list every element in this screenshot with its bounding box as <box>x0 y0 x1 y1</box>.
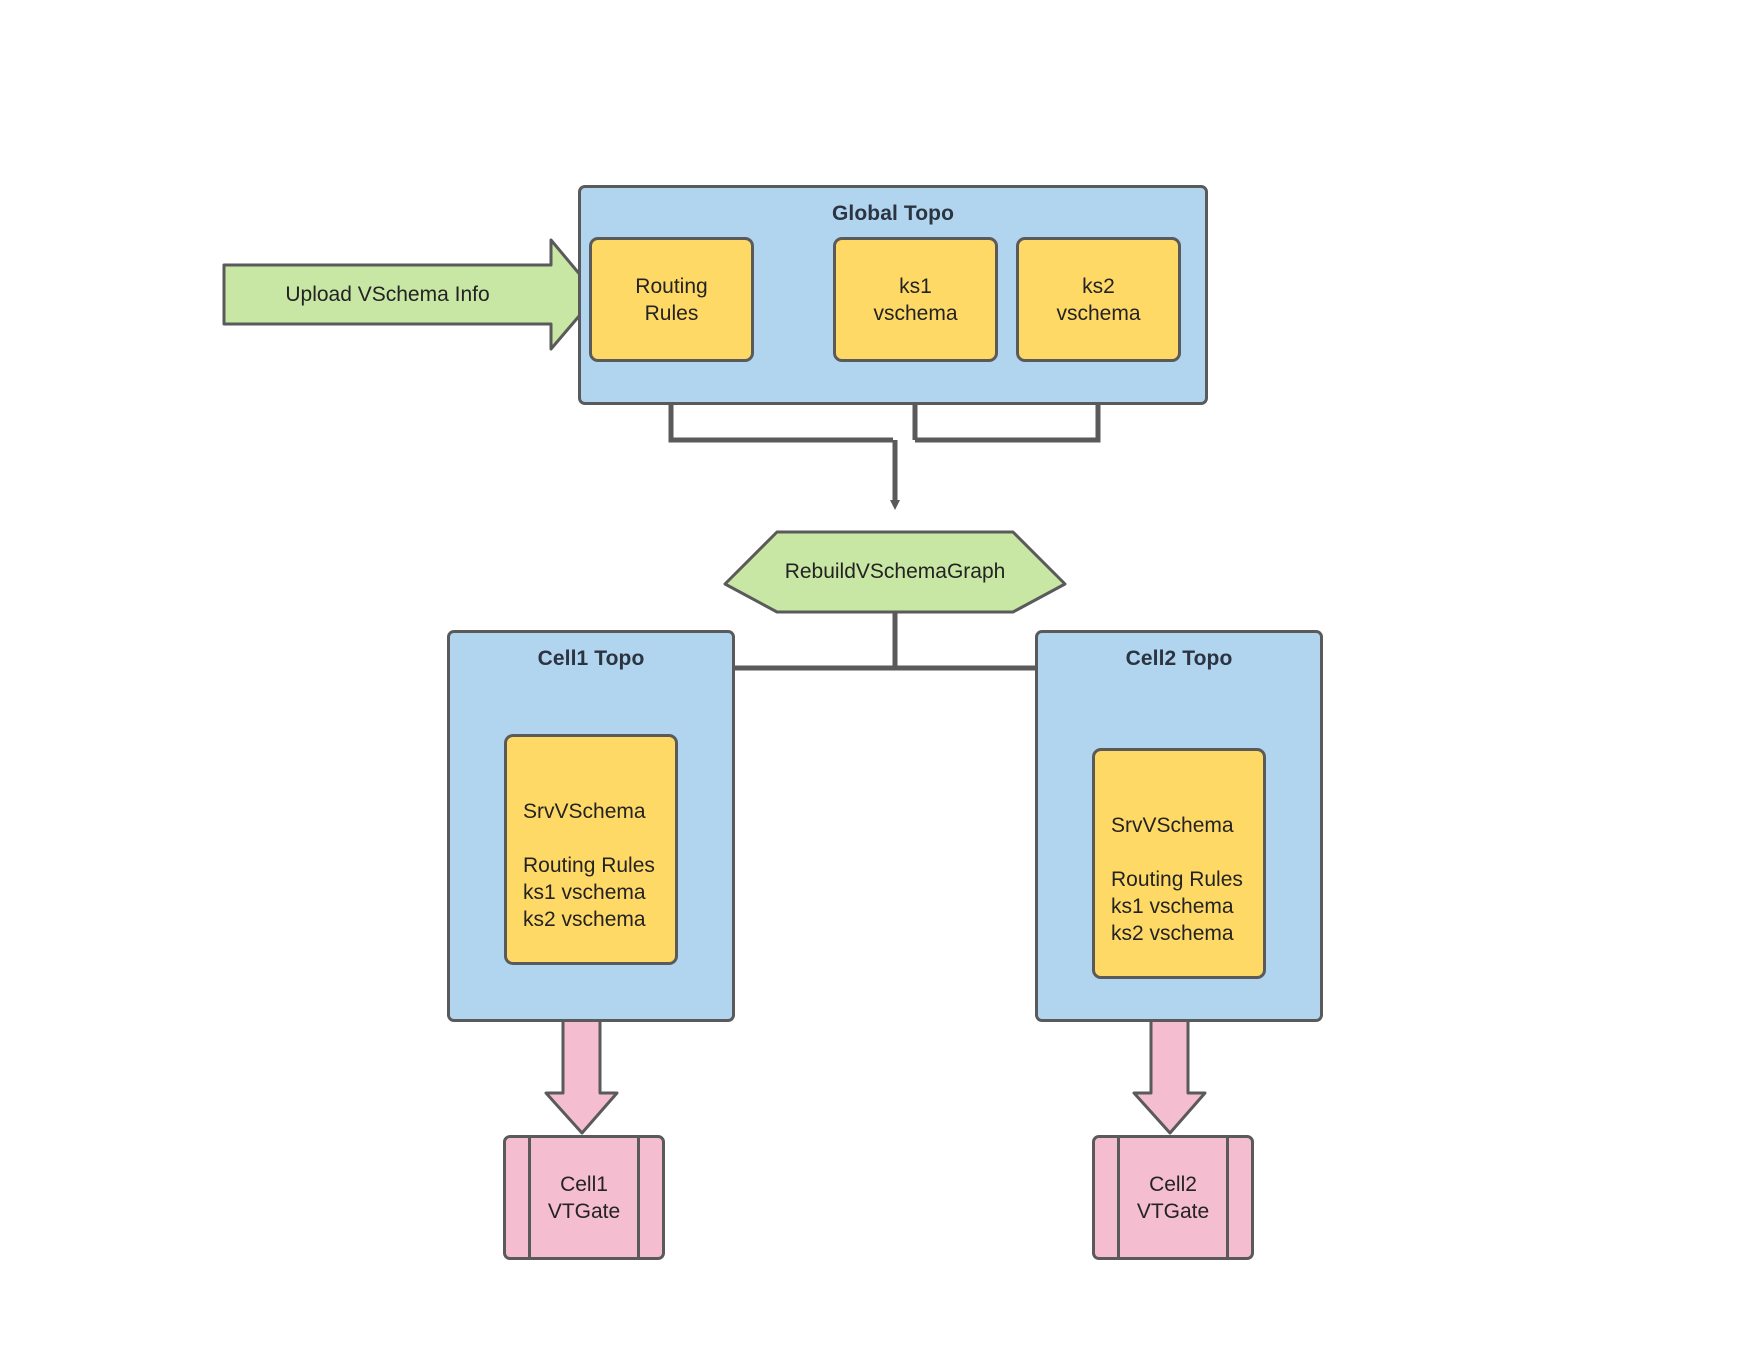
cell2-vtgate-label: Cell2 VTGate <box>1136 1172 1210 1223</box>
cell1-srvvschema-box[interactable]: SrvVSchema Routing Rules ks1 vschema ks2… <box>504 734 678 965</box>
global-box-ks1-vschema-label: ks1 vschema <box>873 274 958 325</box>
cell1-vtgate-node[interactable]: Cell1 VTGate <box>503 1135 665 1260</box>
upload-vschema-arrow[interactable]: Upload VSchema Info <box>224 265 551 324</box>
cell2-srvvschema-text: SrvVSchema Routing Rules ks1 vschema ks2… <box>1111 814 1243 945</box>
rebuild-vschema-graph-label: RebuildVSchemaGraph <box>784 560 1006 583</box>
cell1-topo-title: Cell1 Topo <box>537 647 645 670</box>
global-box-ks1-vschema[interactable]: ks1 vschema <box>833 237 998 362</box>
cell2-vtgate-node[interactable]: Cell2 VTGate <box>1092 1135 1254 1260</box>
global-box-routing-rules-label: Routing Rules <box>635 274 708 325</box>
cell1-vtgate-label: Cell1 VTGate <box>547 1172 621 1223</box>
upload-vschema-arrow-label: Upload VSchema Info <box>285 282 490 306</box>
global-box-routing-rules[interactable]: Routing Rules <box>589 237 754 362</box>
rebuild-vschema-graph-node[interactable]: RebuildVSchemaGraph <box>725 532 1065 612</box>
cell2-srvvschema-box[interactable]: SrvVSchema Routing Rules ks1 vschema ks2… <box>1092 748 1266 979</box>
cell2-topo-title: Cell2 Topo <box>1125 647 1233 670</box>
global-box-ks2-vschema-label: ks2 vschema <box>1056 274 1141 325</box>
global-box-ks2-vschema[interactable]: ks2 vschema <box>1016 237 1181 362</box>
global-topo-title: Global Topo <box>831 202 955 225</box>
cell1-srvvschema-text: SrvVSchema Routing Rules ks1 vschema ks2… <box>523 800 655 931</box>
